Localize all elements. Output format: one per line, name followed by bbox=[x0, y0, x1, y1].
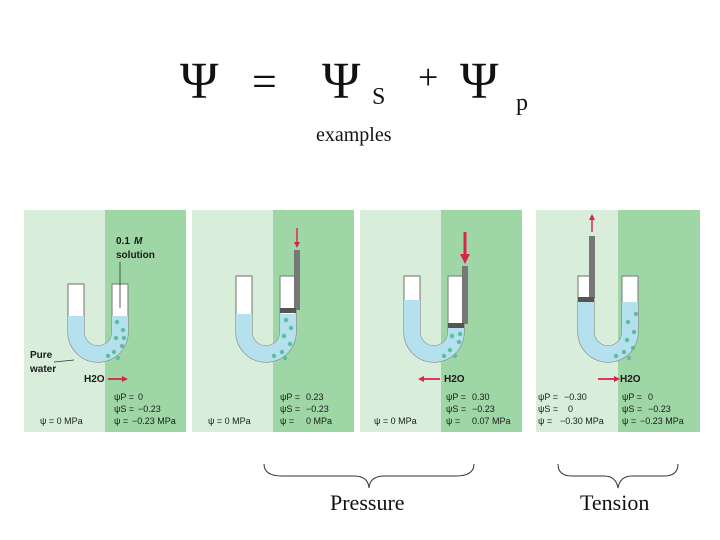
h2o-flow-label: H2O bbox=[620, 374, 641, 385]
psi-s-label: ψS = bbox=[622, 404, 642, 414]
solution-label: solution bbox=[116, 250, 155, 261]
left-psi-s-value: 0 bbox=[568, 404, 573, 414]
h2o-flow-label: H2O bbox=[444, 374, 465, 385]
h2o-flow-label: H2O bbox=[84, 374, 105, 385]
psi-p-value: 0.30 bbox=[472, 392, 490, 402]
psi-s-value: −0.23 bbox=[648, 404, 671, 414]
psi-p-label: ψP = bbox=[280, 392, 300, 402]
psi-p-label: ψP = bbox=[622, 392, 642, 402]
equals-sign: = bbox=[252, 57, 277, 106]
panel-pressure-excess: H2O ψ = 0 MPa ψP = 0.30 ψS = −0.23 ψ = 0… bbox=[360, 210, 522, 432]
psi-value: −0.23 MPa bbox=[132, 416, 176, 426]
down-arrow-icon bbox=[460, 254, 470, 264]
psi-s-label: ψS = bbox=[446, 404, 466, 414]
examples-label: examples bbox=[316, 124, 392, 146]
water-potential-equation: Ψ = Ψ S + Ψ p bbox=[0, 52, 720, 132]
flow-arrow-right-icon bbox=[614, 376, 620, 382]
up-arrow-icon bbox=[589, 214, 595, 220]
psi-value: 0.07 MPa bbox=[472, 416, 511, 426]
subscript-p: p bbox=[516, 90, 528, 116]
psi-p-value: 0.23 bbox=[306, 392, 324, 402]
psi-p-label: ψP = bbox=[446, 392, 466, 402]
tension-brace bbox=[557, 463, 679, 489]
left-psi-value: ψ = 0 MPa bbox=[40, 416, 83, 426]
psi-label: ψ = bbox=[446, 416, 460, 426]
psi-s-value: −0.23 bbox=[138, 404, 161, 414]
psi-s-value: −0.23 bbox=[472, 404, 495, 414]
panel-pressure-equilibrium: ψ = 0 MPa ψP = 0.23 ψS = −0.23 ψ = 0 MPa bbox=[192, 210, 354, 432]
left-psi-label: ψ = bbox=[538, 416, 552, 426]
pure-water-label-1: Pure bbox=[30, 350, 53, 361]
psi-s-label: ψS = bbox=[114, 404, 134, 414]
panel-pure-water: 0.1 M solution Pure water H2O ψ = 0 MPa … bbox=[24, 210, 186, 432]
flow-arrow-left-icon bbox=[418, 376, 424, 382]
molarity-unit: M bbox=[134, 236, 143, 247]
solution-concentration: 0.1 bbox=[116, 236, 130, 247]
psi-value: −0.23 MPa bbox=[640, 416, 684, 426]
left-psi-value: ψ = 0 MPa bbox=[208, 416, 251, 426]
psi-s-label: ψS = bbox=[280, 404, 300, 414]
left-psi-value: ψ = 0 MPa bbox=[374, 416, 417, 426]
psi-label: ψ = bbox=[280, 416, 294, 426]
psi-symbol: Ψ bbox=[180, 53, 219, 110]
psi-p-value: 0 bbox=[138, 392, 143, 402]
psi-p-label: ψP = bbox=[114, 392, 134, 402]
left-psi-p-label: ψP = bbox=[538, 392, 558, 402]
left-psi-p-value: −0.30 bbox=[564, 392, 587, 402]
flow-arrow-right-icon bbox=[122, 376, 128, 382]
left-psi-s-label: ψS = bbox=[538, 404, 558, 414]
down-arrow-icon bbox=[294, 242, 300, 248]
panel-tension: H2O ψP = −0.30 ψS = 0 ψ = −0.30 MPa ψP =… bbox=[536, 210, 700, 432]
psi-value: 0 MPa bbox=[306, 416, 332, 426]
left-psi-value: −0.30 MPa bbox=[560, 416, 604, 426]
pressure-brace bbox=[263, 463, 475, 489]
pressure-caption: Pressure bbox=[330, 490, 405, 515]
psi-s-symbol: Ψ bbox=[322, 53, 361, 110]
psi-p-value: 0 bbox=[648, 392, 653, 402]
subscript-s: S bbox=[372, 84, 386, 110]
plus-sign: + bbox=[418, 57, 439, 97]
psi-p-symbol: Ψ bbox=[460, 53, 499, 110]
tension-caption: Tension bbox=[580, 490, 650, 515]
psi-s-value: −0.23 bbox=[306, 404, 329, 414]
psi-label: ψ = bbox=[114, 416, 128, 426]
psi-label: ψ = bbox=[622, 416, 636, 426]
pure-water-label-2: water bbox=[29, 364, 56, 375]
